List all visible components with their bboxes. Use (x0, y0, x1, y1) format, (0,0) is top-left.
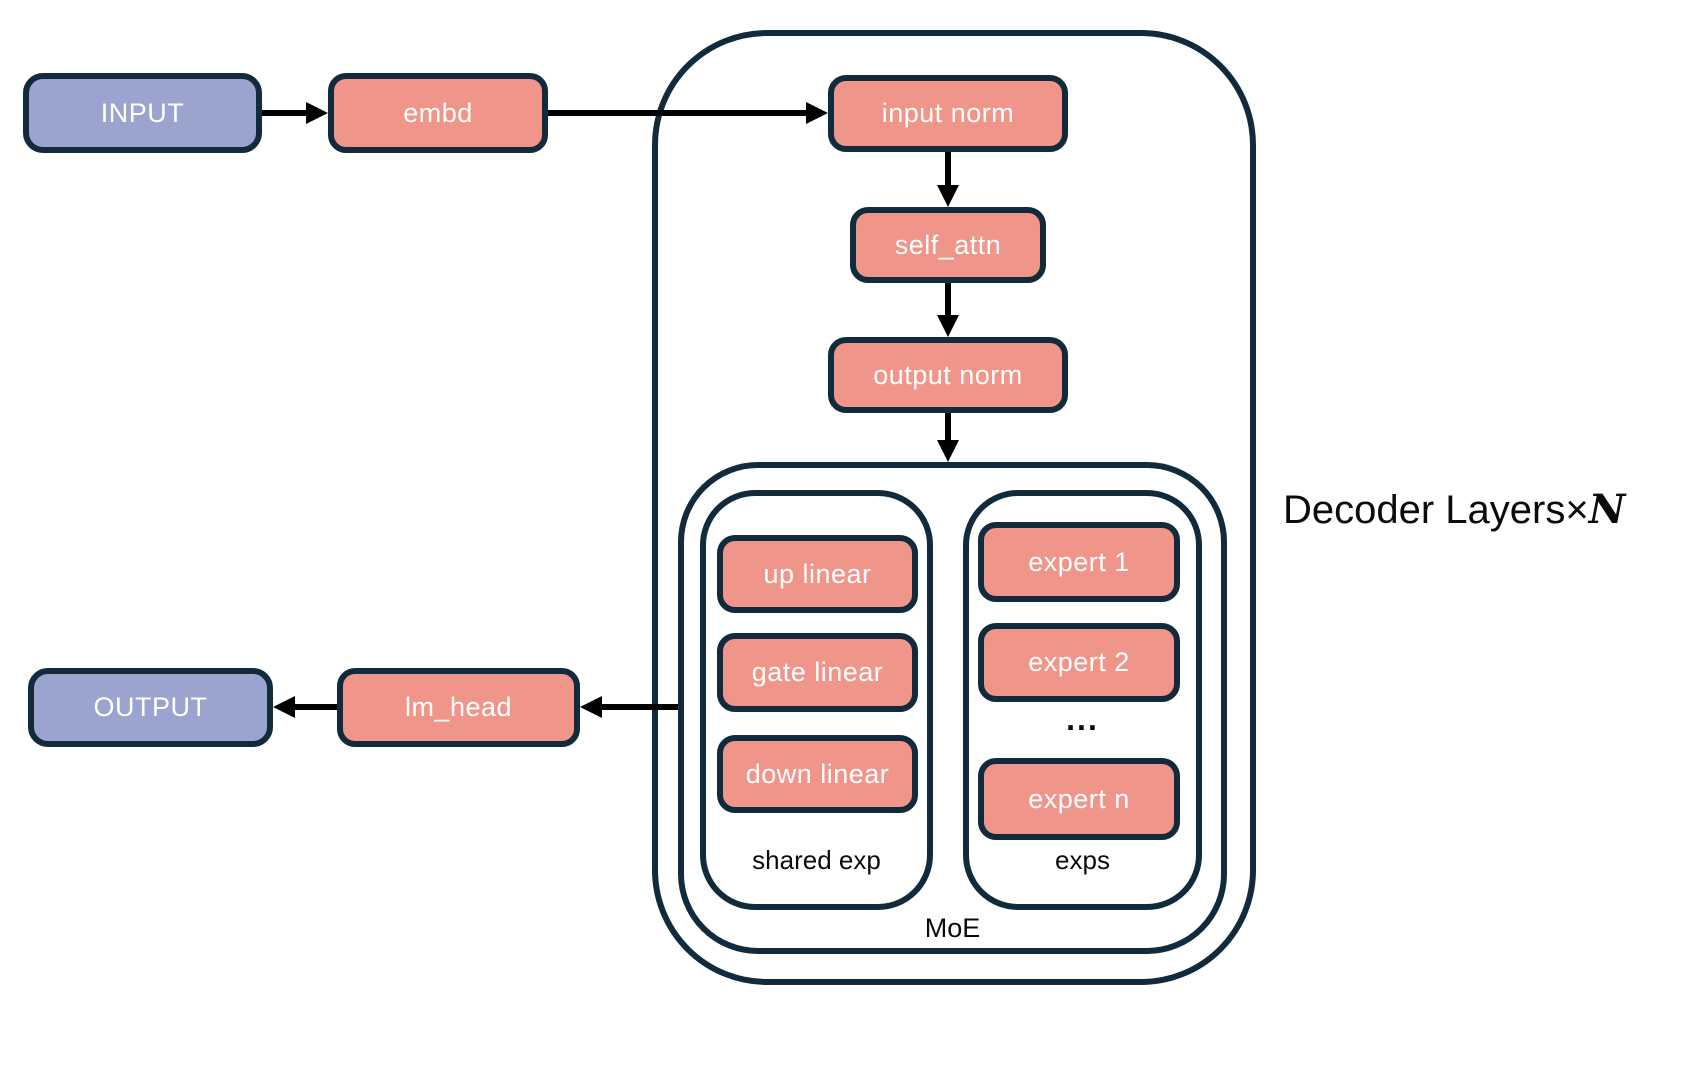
lm-head-node-label: lm_head (404, 692, 513, 722)
moe-container: up linear gate linear down linear shared… (678, 462, 1227, 954)
expert-2-node: expert 2 (978, 623, 1180, 702)
arrowhead-output-norm-to-moe (937, 440, 959, 462)
times-sign: × (1565, 488, 1589, 532)
input-node: INPUT (23, 73, 262, 153)
up-linear-node: up linear (717, 535, 918, 613)
output-norm-node-label: output norm (873, 359, 1023, 390)
expert-n-node-label: expert n (1028, 783, 1130, 814)
arrow-lm-head-to-output (293, 704, 337, 710)
output-node: OUTPUT (28, 668, 273, 747)
shared-exp-label: shared exp (752, 845, 881, 875)
gate-linear-node: gate linear (717, 633, 918, 712)
arrowhead-input-norm-to-self-attn (937, 185, 959, 207)
arrow-embd-to-input-norm (548, 110, 806, 116)
output-node-label: OUTPUT (93, 692, 208, 722)
input-norm-node-label: input norm (881, 98, 1015, 128)
arrow-input-to-embd (262, 110, 308, 116)
arrow-output-norm-to-moe (945, 413, 951, 442)
output-norm-node: output norm (828, 337, 1068, 413)
expert-n-node: expert n (978, 758, 1180, 840)
arrowhead-input-to-embd (306, 102, 328, 124)
exps-container: expert 1 expert 2 ... expert n exps (963, 490, 1202, 910)
embd-node-label: embd (403, 97, 473, 128)
n-symbol: N (1588, 486, 1626, 533)
decoder-layers-annotation: Decoder Layers×N (1283, 486, 1625, 533)
moe-label: MoE (924, 913, 981, 943)
experts-ellipsis: ... (1066, 701, 1099, 737)
gate-linear-node-label: gate linear (751, 657, 884, 687)
arrow-self-attn-to-output-norm (945, 283, 951, 317)
arrow-input-norm-to-self-attn (945, 152, 951, 187)
embd-node: embd (328, 73, 548, 153)
decoder-layers-container: input norm self_attn output norm up line… (652, 30, 1256, 985)
shared-exp-container: up linear gate linear down linear shared… (700, 490, 933, 910)
arrowhead-lm-head-to-output (273, 696, 295, 718)
down-linear-node: down linear (717, 735, 918, 813)
decoder-layers-annotation-text: Decoder Layers (1283, 488, 1566, 532)
arrowhead-self-attn-to-output-norm (937, 315, 959, 337)
input-norm-node: input norm (828, 75, 1068, 152)
self-attn-node-label: self_attn (894, 229, 1002, 260)
lm-head-node: lm_head (337, 668, 580, 747)
up-linear-node-label: up linear (763, 558, 872, 589)
self-attn-node: self_attn (850, 207, 1046, 283)
arrowhead-embd-to-input-norm (806, 102, 828, 124)
expert-1-node: expert 1 (978, 522, 1180, 602)
expert-2-node-label: expert 2 (1028, 647, 1130, 677)
arrowhead-moe-to-lm-head (580, 696, 602, 718)
down-linear-node-label: down linear (745, 758, 890, 789)
exps-label: exps (1055, 845, 1110, 875)
expert-1-node-label: expert 1 (1028, 546, 1130, 577)
arrow-moe-to-lm-head (600, 704, 678, 710)
input-node-label: INPUT (100, 97, 185, 128)
